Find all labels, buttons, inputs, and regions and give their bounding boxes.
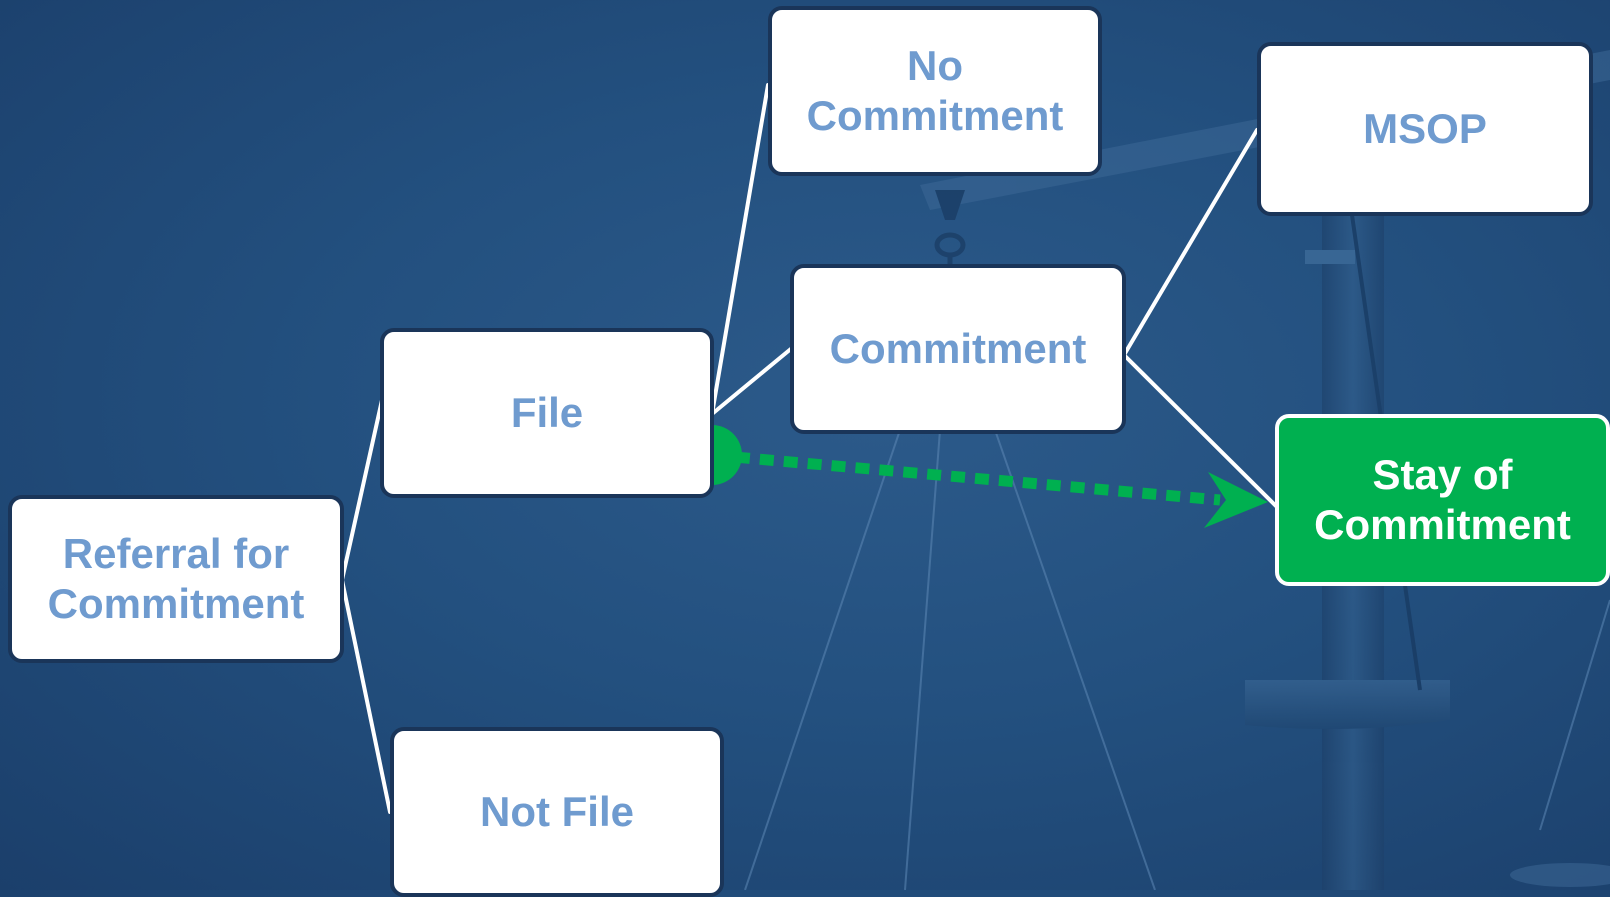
- connector-commitment-stay: [1122, 353, 1282, 512]
- node-no-commitment: No Commitment: [768, 6, 1102, 176]
- node-file: File: [380, 328, 714, 498]
- node-commitment: Commitment: [790, 264, 1126, 434]
- connector-referral-not-file: [340, 578, 392, 814]
- tree-connectors: [340, 83, 1282, 814]
- dotted-arrow-head: [1204, 472, 1268, 528]
- node-referral-for-commitment: Referral for Commitment: [8, 495, 344, 663]
- connector-commitment-msop: [1122, 128, 1259, 357]
- node-not-file: Not File: [390, 727, 724, 897]
- dotted-arrow: [682, 425, 1268, 528]
- dotted-arrow-line: [711, 449, 1221, 506]
- connector-file-no-commitment: [710, 83, 770, 416]
- node-msop: MSOP: [1257, 42, 1593, 216]
- connector-referral-file: [340, 398, 384, 582]
- connector-file-commitment: [710, 346, 794, 416]
- node-stay-of-commitment: Stay of Commitment: [1275, 414, 1610, 586]
